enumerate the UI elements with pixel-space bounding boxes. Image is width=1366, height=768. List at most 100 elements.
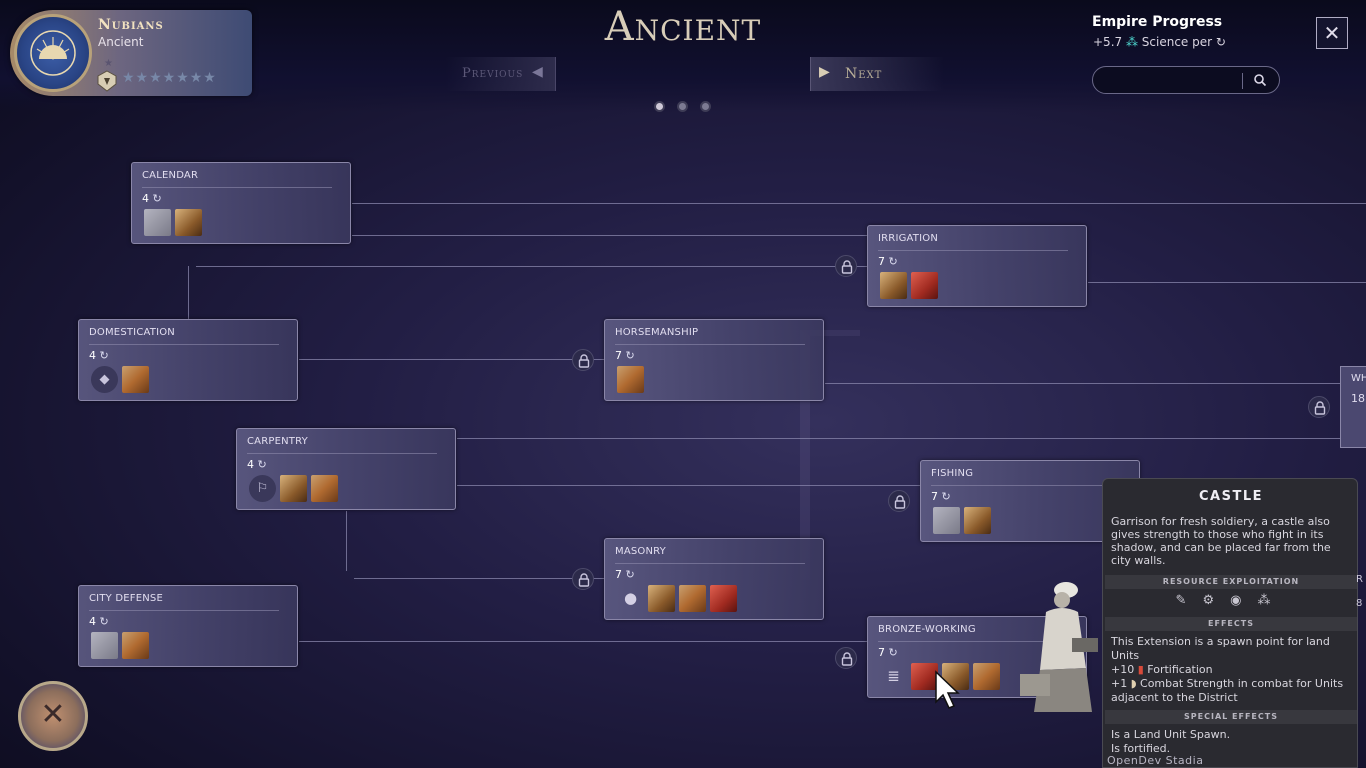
unlock-district-icon[interactable]: [911, 663, 938, 690]
unlock-building-icon[interactable]: [880, 272, 907, 299]
resource-icons: ✎⚙◉⁂: [1103, 593, 1359, 608]
tech-name: IRRIGATION: [878, 233, 939, 244]
turn-icon: ↻: [99, 349, 109, 362]
tech-card-partial[interactable]: WH 18: [1340, 366, 1366, 448]
unlock-building-icon[interactable]: [280, 475, 307, 502]
next-era-button[interactable]: ▶ Next: [810, 57, 944, 91]
page-dot-3[interactable]: [700, 101, 711, 112]
unlock-district-icon[interactable]: [710, 585, 737, 612]
unlock-icons: [880, 272, 942, 300]
unlock-unit-icon[interactable]: [311, 475, 338, 502]
unlock-icons: [933, 507, 995, 535]
next-label: Next: [845, 66, 883, 82]
cost-value: 4: [89, 615, 96, 628]
unlock-icons: [91, 632, 153, 660]
tech-cost: 18: [1351, 392, 1365, 405]
turn-icon: ↻: [257, 458, 267, 471]
tech-card-city-defense[interactable]: CITY DEFENSE 4 ↻: [78, 585, 298, 667]
unlock-unit-icon[interactable]: [617, 366, 644, 393]
feather-icon: ✎: [1175, 593, 1203, 608]
unlock-district-icon[interactable]: [911, 272, 938, 299]
resource-icon[interactable]: ⚐: [249, 475, 276, 502]
previous-era-button[interactable]: Previous ◀: [446, 57, 556, 91]
tech-cost: 4 ↻: [247, 458, 267, 471]
star-icon: ★: [104, 58, 113, 69]
unlock-building-icon[interactable]: [648, 585, 675, 612]
mouse-cursor-icon: [934, 670, 962, 714]
cancel-research-button[interactable]: ✕: [18, 681, 88, 751]
divider: [615, 344, 805, 345]
crossed-swords-icon: ✕: [40, 697, 66, 732]
tech-card-domestication[interactable]: DOMESTICATION 4 ↻ ◆: [78, 319, 298, 401]
connector-line: [299, 641, 868, 642]
document-icon[interactable]: ≣: [887, 667, 900, 685]
empire-progress-title: Empire Progress: [1092, 14, 1223, 30]
unlock-unit-icon[interactable]: [122, 632, 149, 659]
search-divider: [1242, 73, 1243, 89]
civilization-card[interactable]: Nubians Ancient ★ ★★★★★★★: [10, 10, 252, 96]
close-button[interactable]: ✕: [1316, 17, 1348, 49]
special-effects-header: SPECIAL EFFECTS: [1105, 710, 1357, 724]
tech-cost: 4 ↻: [89, 349, 109, 362]
tech-card-carpentry[interactable]: CARPENTRY 4 ↻ ⚐: [236, 428, 456, 510]
turn-icon: ↻: [625, 568, 635, 581]
divider: [247, 453, 437, 454]
turn-icon: ↻: [625, 349, 635, 362]
unlock-building-icon[interactable]: [175, 209, 202, 236]
unlock-building-icon[interactable]: [964, 507, 991, 534]
cost-value: 7: [878, 646, 885, 659]
connector-line: [457, 485, 920, 486]
connector-line: [825, 383, 1341, 384]
tech-card-horsemanship[interactable]: HORSEMANSHIP 7 ↻: [604, 319, 824, 401]
unlock-icons: ≣: [880, 663, 1004, 691]
resource-icon[interactable]: ◆: [91, 366, 118, 393]
resource-exploitation-header: RESOURCE EXPLOITATION: [1105, 575, 1357, 589]
tech-card-calendar[interactable]: CALENDAR 4 ↻: [131, 162, 351, 244]
tech-name: CALENDAR: [142, 170, 199, 181]
tech-name: HORSEMANSHIP: [615, 327, 699, 338]
tech-name: CARPENTRY: [247, 436, 308, 447]
page-dot-2[interactable]: [677, 101, 688, 112]
lock-icon: [572, 349, 594, 371]
civ-star-rating: ★★★★★★★: [122, 70, 217, 86]
unlock-icons: [144, 209, 206, 237]
divider: [142, 187, 332, 188]
connector-line: [299, 359, 605, 360]
shield-badge-icon: [96, 70, 118, 92]
cost-value: 4: [142, 192, 149, 205]
cost-value: 4: [89, 349, 96, 362]
tech-name: FISHING: [931, 468, 974, 479]
connector-line: [188, 266, 189, 320]
partial-label: R: [1356, 574, 1363, 585]
connector-line: [196, 266, 868, 267]
unlock-unit-icon[interactable]: [973, 663, 1000, 690]
cost-value: 7: [615, 349, 622, 362]
right-triangle-icon: ▶: [819, 64, 830, 80]
tech-name: BRONZE-WORKING: [878, 624, 976, 635]
unlock-wall-icon[interactable]: [91, 632, 118, 659]
population-icon[interactable]: ●: [623, 589, 638, 607]
unlock-building-icon[interactable]: [122, 366, 149, 393]
divider: [89, 610, 279, 611]
search-input[interactable]: [1092, 66, 1280, 94]
tech-card-irrigation[interactable]: IRRIGATION 7 ↻: [867, 225, 1087, 307]
close-icon: ✕: [1323, 21, 1341, 45]
unlock-improvement-icon[interactable]: [933, 507, 960, 534]
effect-spawn: This Extension is a spawn point for land…: [1111, 635, 1330, 662]
connector-line: [346, 511, 347, 571]
lock-icon: [572, 568, 594, 590]
search-icon[interactable]: [1253, 72, 1267, 92]
fort-value: +10: [1111, 663, 1135, 676]
unlock-unit-icon[interactable]: [144, 209, 171, 236]
tech-cost: 7 ↻: [615, 568, 635, 581]
unlock-icons: ◆: [91, 366, 153, 394]
tech-card-masonry[interactable]: MASONRY 7 ↻ ●: [604, 538, 824, 620]
page-dot-1[interactable]: [654, 101, 665, 112]
divider: [878, 250, 1068, 251]
effect-fortification: +10 ▮ Fortification: [1111, 663, 1355, 677]
turn-icon: ↻: [888, 255, 898, 268]
special-effects-text: Is a Land Unit Spawn. Is fortified.: [1111, 728, 1355, 756]
combat-value: +1: [1111, 677, 1128, 690]
lock-icon: [835, 255, 857, 277]
unlock-building-icon[interactable]: [679, 585, 706, 612]
